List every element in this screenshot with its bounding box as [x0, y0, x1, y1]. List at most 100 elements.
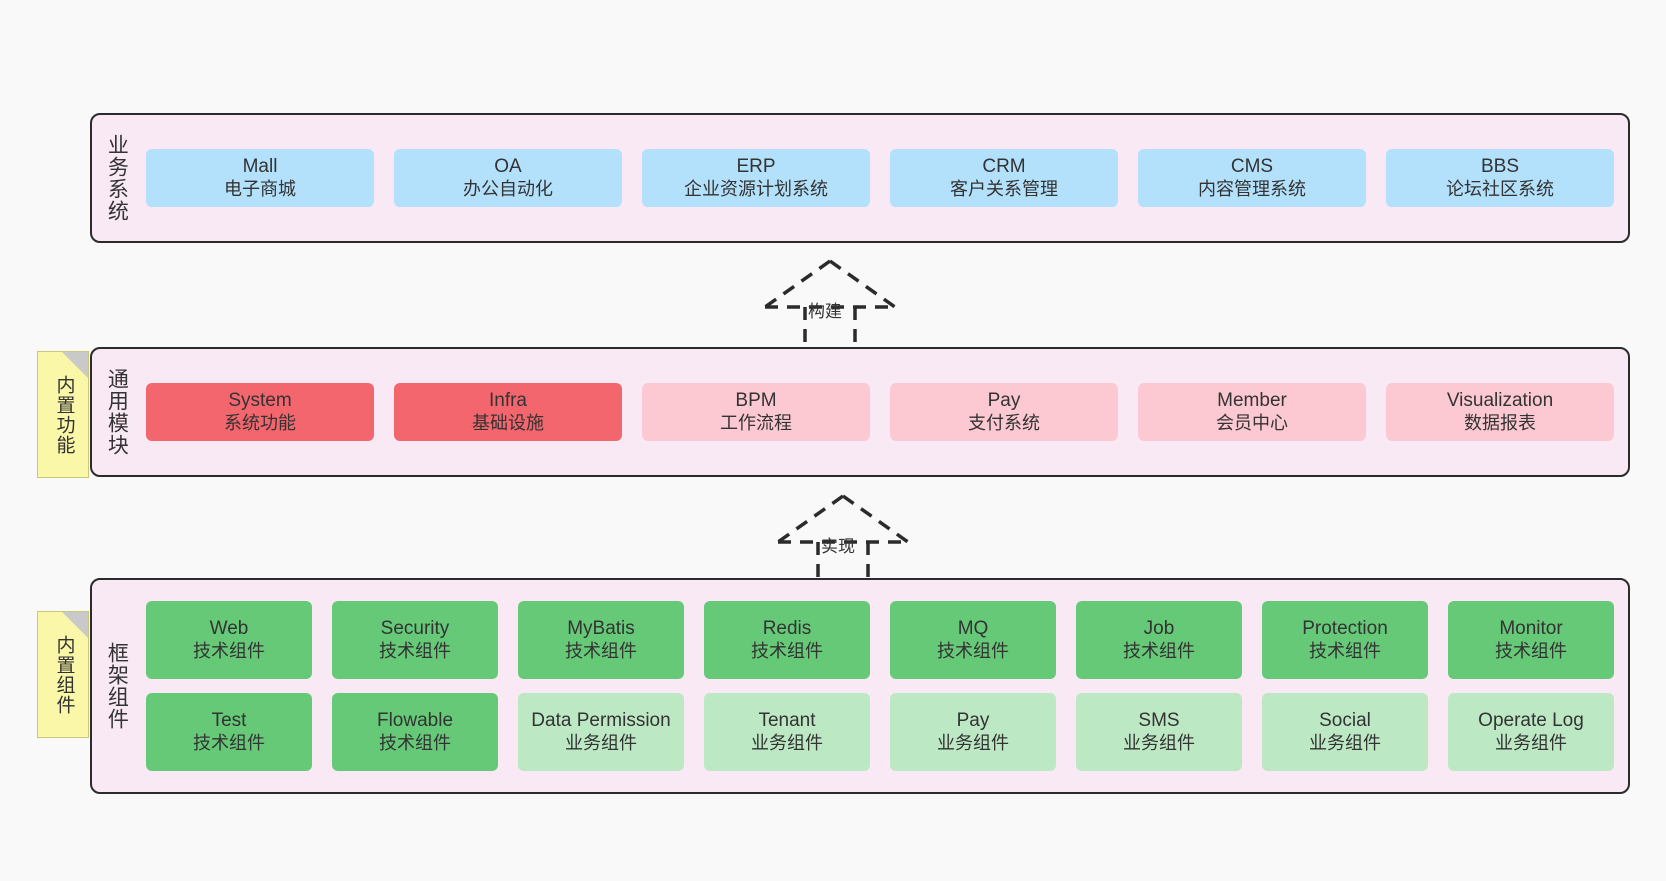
node-system[interactable]: System 系统功能: [146, 383, 374, 441]
node-label-cn: 技术组件: [379, 732, 451, 753]
node-label-cn: 业务组件: [751, 732, 823, 753]
node-label-cn: 论坛社区系统: [1446, 178, 1554, 199]
node-operate-log[interactable]: Operate Log 业务组件: [1448, 693, 1614, 771]
node-label-cn: 技术组件: [751, 640, 823, 661]
node-label-cn: 业务组件: [1495, 732, 1567, 753]
node-cms[interactable]: CMS 内容管理系统: [1138, 149, 1366, 207]
node-flowable[interactable]: Flowable 技术组件: [332, 693, 498, 771]
node-label-cn: 电子商城: [224, 178, 296, 199]
node-label-cn: 工作流程: [720, 412, 792, 433]
node-label-en: Tenant: [758, 710, 816, 732]
node-label-cn: 业务组件: [1309, 732, 1381, 753]
node-label-cn: 支付系统: [968, 412, 1040, 433]
node-label-en: Monitor: [1499, 618, 1563, 640]
note-label: 内置功能: [53, 374, 75, 455]
layer-framework-component: 框架组件 Web 技术组件 Security 技术组件 MyBatis 技术组件…: [90, 578, 1630, 794]
node-label-en: Redis: [762, 618, 812, 640]
node-label-en: Infra: [488, 390, 528, 412]
node-label-cn: 业务组件: [1123, 732, 1195, 753]
node-label-en: Mall: [242, 156, 278, 178]
node-label-en: Visualization: [1446, 390, 1554, 412]
node-label-cn: 数据报表: [1464, 412, 1536, 433]
node-label-en: Flowable: [376, 710, 454, 732]
note-label: 内置组件: [53, 634, 75, 715]
node-label-cn: 基础设施: [472, 412, 544, 433]
node-label-en: Social: [1319, 710, 1371, 732]
node-row: Mall 电子商城 OA 办公自动化 ERP 企业资源计划系统 CRM 客户关系…: [146, 149, 1614, 207]
node-label-cn: 技术组件: [193, 640, 265, 661]
note-fold-corner-icon: [62, 612, 88, 638]
node-security[interactable]: Security 技术组件: [332, 601, 498, 679]
layer-title-common-module: 通用模块: [105, 368, 129, 456]
node-label-cn: 客户关系管理: [950, 178, 1058, 199]
node-label-cn: 系统功能: [224, 412, 296, 433]
node-label-cn: 企业资源计划系统: [684, 178, 828, 199]
note-builtin-component: 内置组件: [37, 611, 89, 738]
node-label-en: Protection: [1302, 618, 1388, 640]
layer-body-common-module: System 系统功能 Infra 基础设施 BPM 工作流程 Pay 支付系统…: [140, 349, 1628, 475]
node-label-cn: 业务组件: [937, 732, 1009, 753]
node-monitor[interactable]: Monitor 技术组件: [1448, 601, 1614, 679]
layer-common-module: 通用模块 System 系统功能 Infra 基础设施 BPM 工作流程 Pay…: [90, 347, 1630, 477]
node-label-en: Pay: [956, 710, 990, 732]
note-fold-corner-icon: [62, 352, 88, 378]
node-label-en: Test: [211, 710, 247, 732]
node-label-cn: 会员中心: [1216, 412, 1288, 433]
node-pay-module[interactable]: Pay 支付系统: [890, 383, 1118, 441]
node-data-permission[interactable]: Data Permission 业务组件: [518, 693, 684, 771]
node-bbs[interactable]: BBS 论坛社区系统: [1386, 149, 1614, 207]
node-label-en: Member: [1217, 390, 1287, 412]
node-mq[interactable]: MQ 技术组件: [890, 601, 1056, 679]
node-crm[interactable]: CRM 客户关系管理: [890, 149, 1118, 207]
node-mybatis[interactable]: MyBatis 技术组件: [518, 601, 684, 679]
node-erp[interactable]: ERP 企业资源计划系统: [642, 149, 870, 207]
node-label-en: OA: [494, 156, 522, 178]
node-infra[interactable]: Infra 基础设施: [394, 383, 622, 441]
node-label-en: MyBatis: [567, 618, 635, 640]
connector-build-arrow: [763, 259, 897, 345]
node-mall[interactable]: Mall 电子商城: [146, 149, 374, 207]
node-label-en: CMS: [1230, 156, 1274, 178]
node-web[interactable]: Web 技术组件: [146, 601, 312, 679]
node-label-cn: 办公自动化: [463, 178, 553, 199]
node-protection[interactable]: Protection 技术组件: [1262, 601, 1428, 679]
connector-implement-label: 实现: [821, 537, 855, 556]
node-pay-component[interactable]: Pay 业务组件: [890, 693, 1056, 771]
layer-body-business-system: Mall 电子商城 OA 办公自动化 ERP 企业资源计划系统 CRM 客户关系…: [140, 115, 1628, 241]
node-label-en: Pay: [987, 390, 1021, 412]
layer-title-business-system: 业务系统: [105, 134, 129, 222]
node-visualization[interactable]: Visualization 数据报表: [1386, 383, 1614, 441]
layer-body-framework-component: Web 技术组件 Security 技术组件 MyBatis 技术组件 Redi…: [140, 580, 1628, 792]
node-label-cn: 技术组件: [379, 640, 451, 661]
node-label-en: BPM: [735, 390, 777, 412]
layer-title-framework-component: 框架组件: [105, 642, 129, 730]
node-test[interactable]: Test 技术组件: [146, 693, 312, 771]
node-label-cn: 技术组件: [937, 640, 1009, 661]
node-label-en: BBS: [1480, 156, 1520, 178]
connector-implement: 实现: [768, 490, 918, 580]
node-row: System 系统功能 Infra 基础设施 BPM 工作流程 Pay 支付系统…: [146, 383, 1614, 441]
node-label-en: Job: [1143, 618, 1175, 640]
node-label-en: SMS: [1138, 710, 1180, 732]
node-label-en: MQ: [957, 618, 989, 640]
node-row: Test 技术组件 Flowable 技术组件 Data Permission …: [146, 693, 1614, 771]
node-sms[interactable]: SMS 业务组件: [1076, 693, 1242, 771]
node-tenant[interactable]: Tenant 业务组件: [704, 693, 870, 771]
node-job[interactable]: Job 技术组件: [1076, 601, 1242, 679]
node-label-en: Data Permission: [531, 710, 671, 732]
node-label-cn: 技术组件: [1495, 640, 1567, 661]
node-redis[interactable]: Redis 技术组件: [704, 601, 870, 679]
node-oa[interactable]: OA 办公自动化: [394, 149, 622, 207]
connector-build: 构建: [755, 255, 905, 345]
node-member[interactable]: Member 会员中心: [1138, 383, 1366, 441]
node-label-cn: 内容管理系统: [1198, 178, 1306, 199]
note-builtin-function: 内置功能: [37, 351, 89, 478]
node-label-en: Operate Log: [1478, 710, 1584, 732]
node-row: Web 技术组件 Security 技术组件 MyBatis 技术组件 Redi…: [146, 601, 1614, 679]
node-label-cn: 技术组件: [193, 732, 265, 753]
node-label-en: ERP: [736, 156, 776, 178]
layer-business-system: 业务系统 Mall 电子商城 OA 办公自动化 ERP 企业资源计划系统 CRM…: [90, 113, 1630, 243]
node-bpm[interactable]: BPM 工作流程: [642, 383, 870, 441]
node-social[interactable]: Social 业务组件: [1262, 693, 1428, 771]
